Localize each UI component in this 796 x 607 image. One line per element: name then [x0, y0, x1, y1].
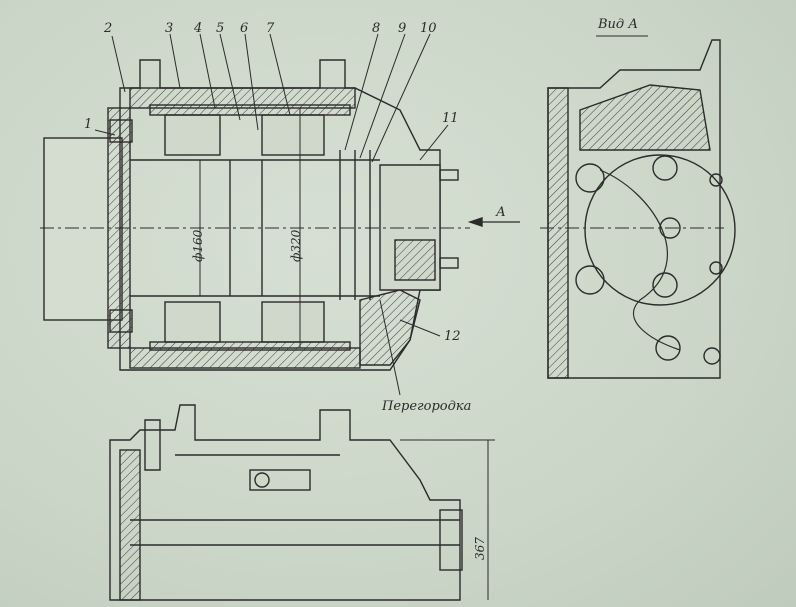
leader-12 [399, 319, 441, 337]
bottom-right-bolt [439, 509, 463, 571]
callout-7: 7 [266, 21, 275, 36]
view-a-bolt-4 [652, 272, 678, 298]
callout-6: 6 [240, 21, 249, 36]
partition-wall [359, 289, 421, 366]
bearing-upper-1 [164, 114, 221, 156]
view-a [540, 35, 736, 379]
view-a-bolt-9 [709, 261, 723, 275]
leader-10 [371, 33, 431, 163]
bottom-view [109, 404, 495, 601]
view-a-arrow-text: А [496, 205, 506, 220]
leader-6 [244, 33, 259, 131]
bottom-bolt-assembly [249, 469, 311, 491]
callout-5: 5 [216, 21, 225, 36]
callout-2: 2 [104, 21, 113, 36]
view-a-arrowhead [467, 217, 483, 227]
partition-label: Перегородка [382, 399, 472, 414]
dim-outer-label: ф320 [289, 229, 303, 262]
view-a-flange [547, 87, 569, 379]
bottom-view-outline [109, 404, 461, 601]
view-a-bolt-7 [703, 347, 721, 365]
section-view [40, 33, 520, 396]
sleeve-lower [149, 341, 351, 351]
view-a-bolt-6 [655, 335, 681, 361]
view-a-bolt-3 [652, 155, 678, 181]
nozzle-block [394, 239, 436, 281]
callout-9: 9 [398, 21, 407, 36]
view-a-title: Вид А [598, 17, 639, 32]
callout-10: 10 [420, 21, 437, 36]
view-a-bolt-8 [709, 173, 723, 187]
view-a-flange-circle [584, 154, 736, 306]
seal-lower [109, 309, 133, 333]
bearing-upper-2 [261, 114, 325, 156]
bottom-handle [144, 419, 161, 471]
view-a-outline [547, 39, 721, 379]
sleeve-upper [149, 104, 351, 116]
callout-11: 11 [442, 111, 459, 126]
bottom-wall [129, 347, 361, 369]
callout-12: 12 [444, 329, 461, 344]
callout-4: 4 [194, 21, 203, 36]
seal-upper [109, 119, 133, 143]
leader-7 [269, 33, 291, 116]
dim-height-label: 367 [473, 537, 487, 560]
bottom-left-flange [119, 449, 141, 601]
leader-9 [359, 33, 406, 159]
leader-3 [169, 33, 181, 89]
callout-8: 8 [372, 21, 381, 36]
leader-5 [219, 33, 241, 121]
view-a-wire [599, 169, 681, 351]
bolt-bottom [439, 257, 459, 269]
dim-inner-label: ф160 [191, 229, 205, 262]
callout-3: 3 [165, 21, 174, 36]
view-a-bolt-1 [575, 163, 605, 193]
leader-partition [379, 299, 401, 396]
leader-11 [419, 124, 449, 161]
bolt-top [439, 169, 459, 181]
callout-1: 1 [84, 117, 93, 132]
leader-1 [94, 129, 116, 136]
leader-8 [344, 33, 379, 151]
leader-4 [199, 33, 216, 109]
view-a-bolt-2 [575, 265, 605, 295]
bearing-lower-1 [164, 301, 221, 343]
bearing-lower-2 [261, 301, 325, 343]
bottom-bolt [254, 472, 270, 488]
leader-2 [111, 35, 126, 93]
view-a-top-block [579, 84, 711, 151]
